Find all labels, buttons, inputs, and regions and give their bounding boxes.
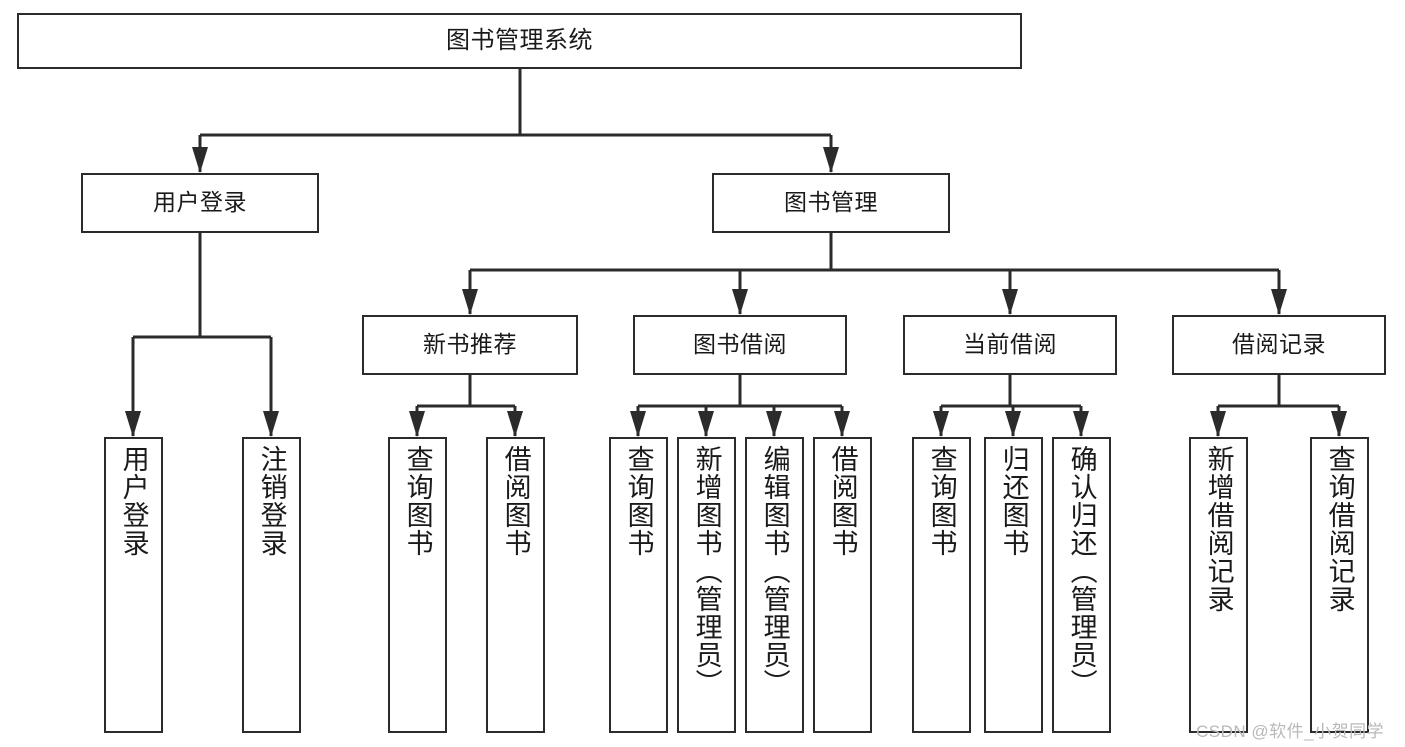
node-label: 用户登录 [153,189,247,216]
node-label: 查询图书 [623,445,654,557]
arrowhead [192,147,208,173]
arrowhead [507,411,523,437]
arrowhead [834,411,850,437]
arrowhead [766,411,782,437]
arrowhead [1210,411,1226,437]
arrowhead [409,411,425,437]
arrowhead [263,411,279,437]
node-label: 图书管理 [784,189,878,216]
node-label: 归还图书 [998,445,1029,557]
node-leaf-record-add[interactable]: 新增借阅记录 [1189,437,1248,733]
node-leaf-borrow-query-book[interactable]: 查询图书 [609,437,668,733]
node-leaf-user-login[interactable]: 用户登录 [104,437,163,733]
node-label: 新增图书（管理员） [691,445,722,697]
node-label: 查询借阅记录 [1324,445,1355,613]
node-label: 借阅图书 [827,445,858,557]
node-label: 借阅图书 [500,445,531,557]
node-leaf-borrow-edit-book[interactable]: 编辑图书（管理员） [745,437,804,733]
arrowhead [462,289,478,315]
arrowhead [823,147,839,173]
node-label: 查询图书 [402,445,433,557]
arrowhead [933,411,949,437]
node-leaf-user-logout[interactable]: 注销登录 [242,437,301,733]
node-label: 新增借阅记录 [1203,445,1234,613]
node-leaf-record-query[interactable]: 查询借阅记录 [1310,437,1369,733]
node-book-borrow[interactable]: 图书借阅 [633,315,847,375]
node-label: 当前借阅 [963,331,1057,358]
node-leaf-current-query-book[interactable]: 查询图书 [912,437,971,733]
node-label: 用户登录 [118,445,149,557]
arrowhead [1073,411,1089,437]
node-leaf-borrow-lend-book[interactable]: 借阅图书 [813,437,872,733]
node-label: 确认归还（管理员） [1066,445,1097,697]
arrowhead [1271,289,1287,315]
arrowhead [1002,289,1018,315]
node-root[interactable]: 图书管理系统 [17,13,1022,69]
node-user-login[interactable]: 用户登录 [81,173,319,233]
node-leaf-current-confirm-return[interactable]: 确认归还（管理员） [1052,437,1111,733]
arrowhead [698,411,714,437]
node-borrow-record[interactable]: 借阅记录 [1172,315,1386,375]
node-label: 图书管理系统 [446,26,593,54]
node-label: 借阅记录 [1232,331,1326,358]
arrowhead [732,289,748,315]
node-leaf-borrow-add-book[interactable]: 新增图书（管理员） [677,437,736,733]
arrowhead [1005,411,1021,437]
node-book-manage[interactable]: 图书管理 [712,173,950,233]
node-leaf-current-return-book[interactable]: 归还图书 [984,437,1043,733]
node-label: 注销登录 [256,445,287,557]
arrowhead [630,411,646,437]
node-label: 编辑图书（管理员） [759,445,790,697]
node-label: 新书推荐 [423,331,517,358]
arrowhead [1331,411,1347,437]
node-new-book-rec[interactable]: 新书推荐 [362,315,578,375]
node-leaf-rec-borrow-book[interactable]: 借阅图书 [486,437,545,733]
node-label: 查询图书 [926,445,957,557]
node-leaf-rec-query-book[interactable]: 查询图书 [388,437,447,733]
node-current-borrow[interactable]: 当前借阅 [903,315,1117,375]
node-label: 图书借阅 [693,331,787,358]
arrowhead [125,411,141,437]
